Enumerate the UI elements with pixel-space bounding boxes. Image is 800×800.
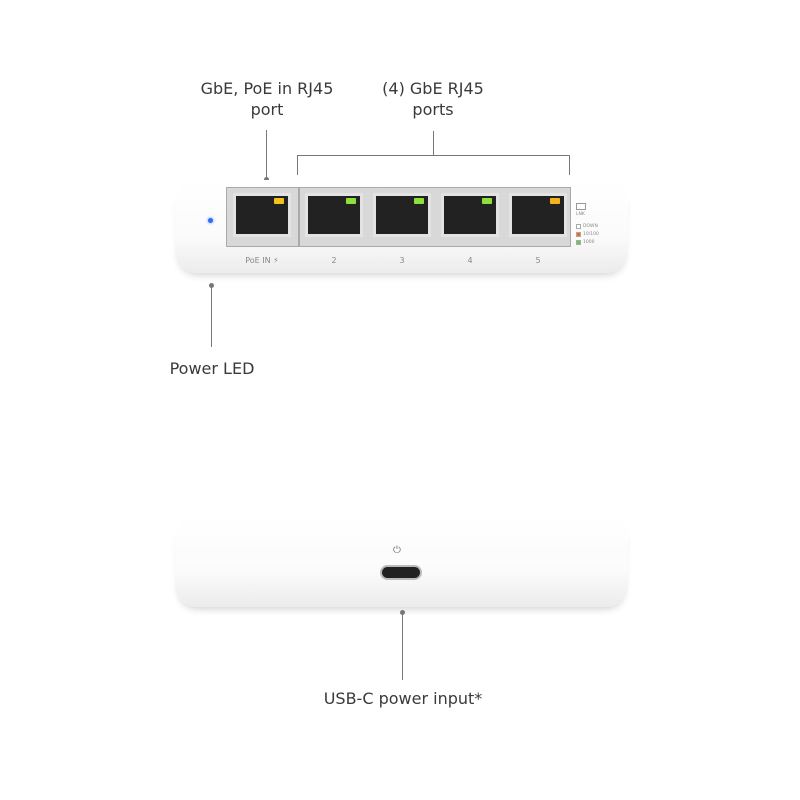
callout-usb-c: USB-C power input* — [323, 689, 483, 708]
port-led — [482, 198, 492, 204]
callout-leader — [402, 612, 403, 680]
legend-swatch — [576, 240, 581, 245]
rj45-port-5 — [509, 193, 567, 237]
link-icon — [576, 203, 586, 210]
callout-line1: (4) GbE RJ45 — [382, 79, 484, 98]
legend-10-100: 10/100 — [576, 232, 599, 237]
port-label: 5 — [535, 256, 541, 265]
legend-label: DOWN — [583, 224, 598, 229]
callout-ports-label: (4) GbE RJ45 ports — [343, 78, 523, 120]
usb-c-port — [380, 565, 422, 580]
port-led — [346, 198, 356, 204]
rj45-port-2 — [305, 193, 363, 237]
port-label: 4 — [467, 256, 473, 265]
legend-swatch — [576, 232, 581, 237]
power-icon: ⏻ — [393, 545, 401, 556]
port-led — [414, 198, 424, 204]
legend-title: LNK — [576, 212, 585, 217]
callout-line2: port — [250, 100, 284, 119]
callout-leader — [266, 130, 267, 180]
legend-down: DOWN — [576, 224, 598, 229]
bracket-stem — [433, 131, 434, 155]
legend-swatch — [576, 224, 581, 229]
bracket-left — [297, 155, 298, 175]
callout-dot — [264, 177, 269, 182]
rj45-port-4 — [441, 193, 499, 237]
legend-label: 10/100 — [583, 232, 599, 237]
legend-lnk: LNK — [576, 203, 586, 217]
power-led — [208, 218, 213, 223]
callout-line1: GbE, PoE in RJ45 — [200, 79, 334, 98]
bracket-right — [569, 155, 570, 175]
callout-power-led: Power LED — [169, 359, 255, 378]
port-led — [274, 198, 284, 204]
bracket-bar — [297, 155, 570, 156]
rj45-port-1 — [233, 193, 291, 237]
port-led — [550, 198, 560, 204]
port-label: PoE IN ⚡ — [245, 256, 279, 265]
port-label: 3 — [399, 256, 405, 265]
callout-poe-in-label: GbE, PoE in RJ45 port — [177, 78, 357, 120]
legend-label: 1000 — [583, 240, 595, 245]
port-label: 2 — [331, 256, 337, 265]
legend-1000: 1000 — [576, 240, 594, 245]
rj45-port-3 — [373, 193, 431, 237]
callout-leader — [211, 285, 212, 347]
switch-back — [175, 515, 628, 607]
callout-line2: ports — [412, 100, 454, 119]
